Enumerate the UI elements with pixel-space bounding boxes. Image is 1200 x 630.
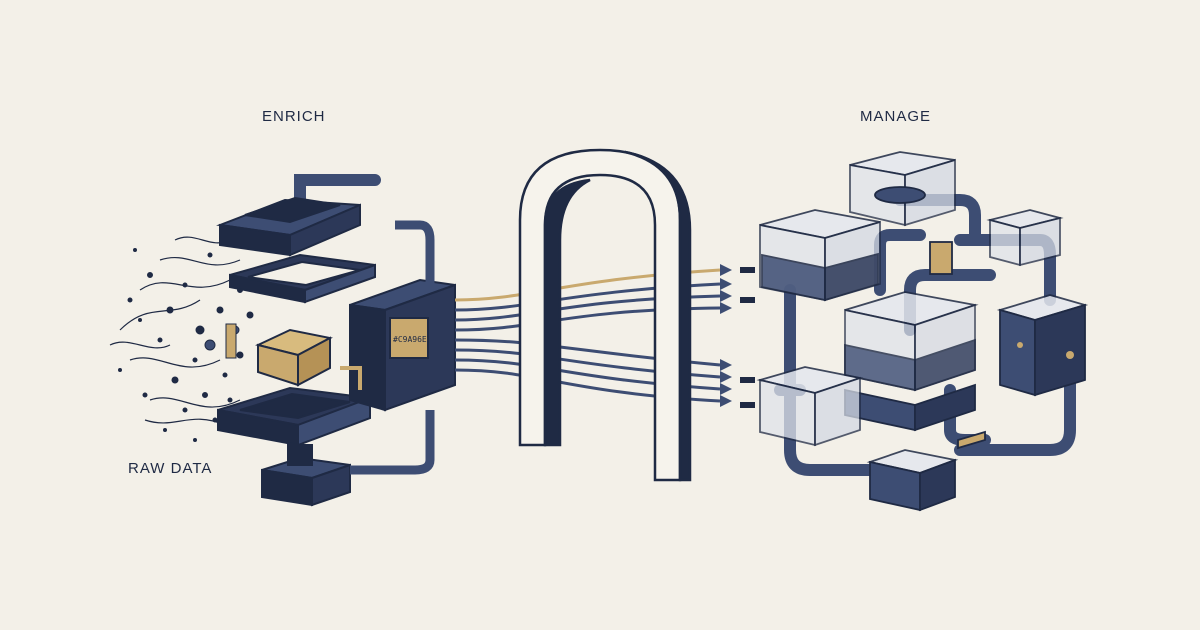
manage-label: MANAGE bbox=[860, 108, 932, 125]
container-upper-right bbox=[986, 209, 1064, 267]
manage-containers bbox=[756, 151, 1089, 512]
container-lower-left bbox=[756, 366, 864, 447]
raw-data-label: RAW DATA bbox=[128, 460, 213, 477]
arch-gateway bbox=[518, 148, 692, 482]
data-streams bbox=[454, 264, 755, 408]
raw-data-particles bbox=[109, 236, 254, 442]
container-center bbox=[844, 291, 979, 432]
container-right bbox=[996, 294, 1089, 397]
container-top bbox=[849, 151, 956, 227]
processor-tag: #C9A96E bbox=[393, 335, 427, 344]
enrich-label: ENRICH bbox=[262, 108, 326, 125]
container-bottom bbox=[866, 449, 959, 512]
enrich-processor bbox=[216, 174, 456, 507]
container-upper-left bbox=[759, 209, 881, 302]
